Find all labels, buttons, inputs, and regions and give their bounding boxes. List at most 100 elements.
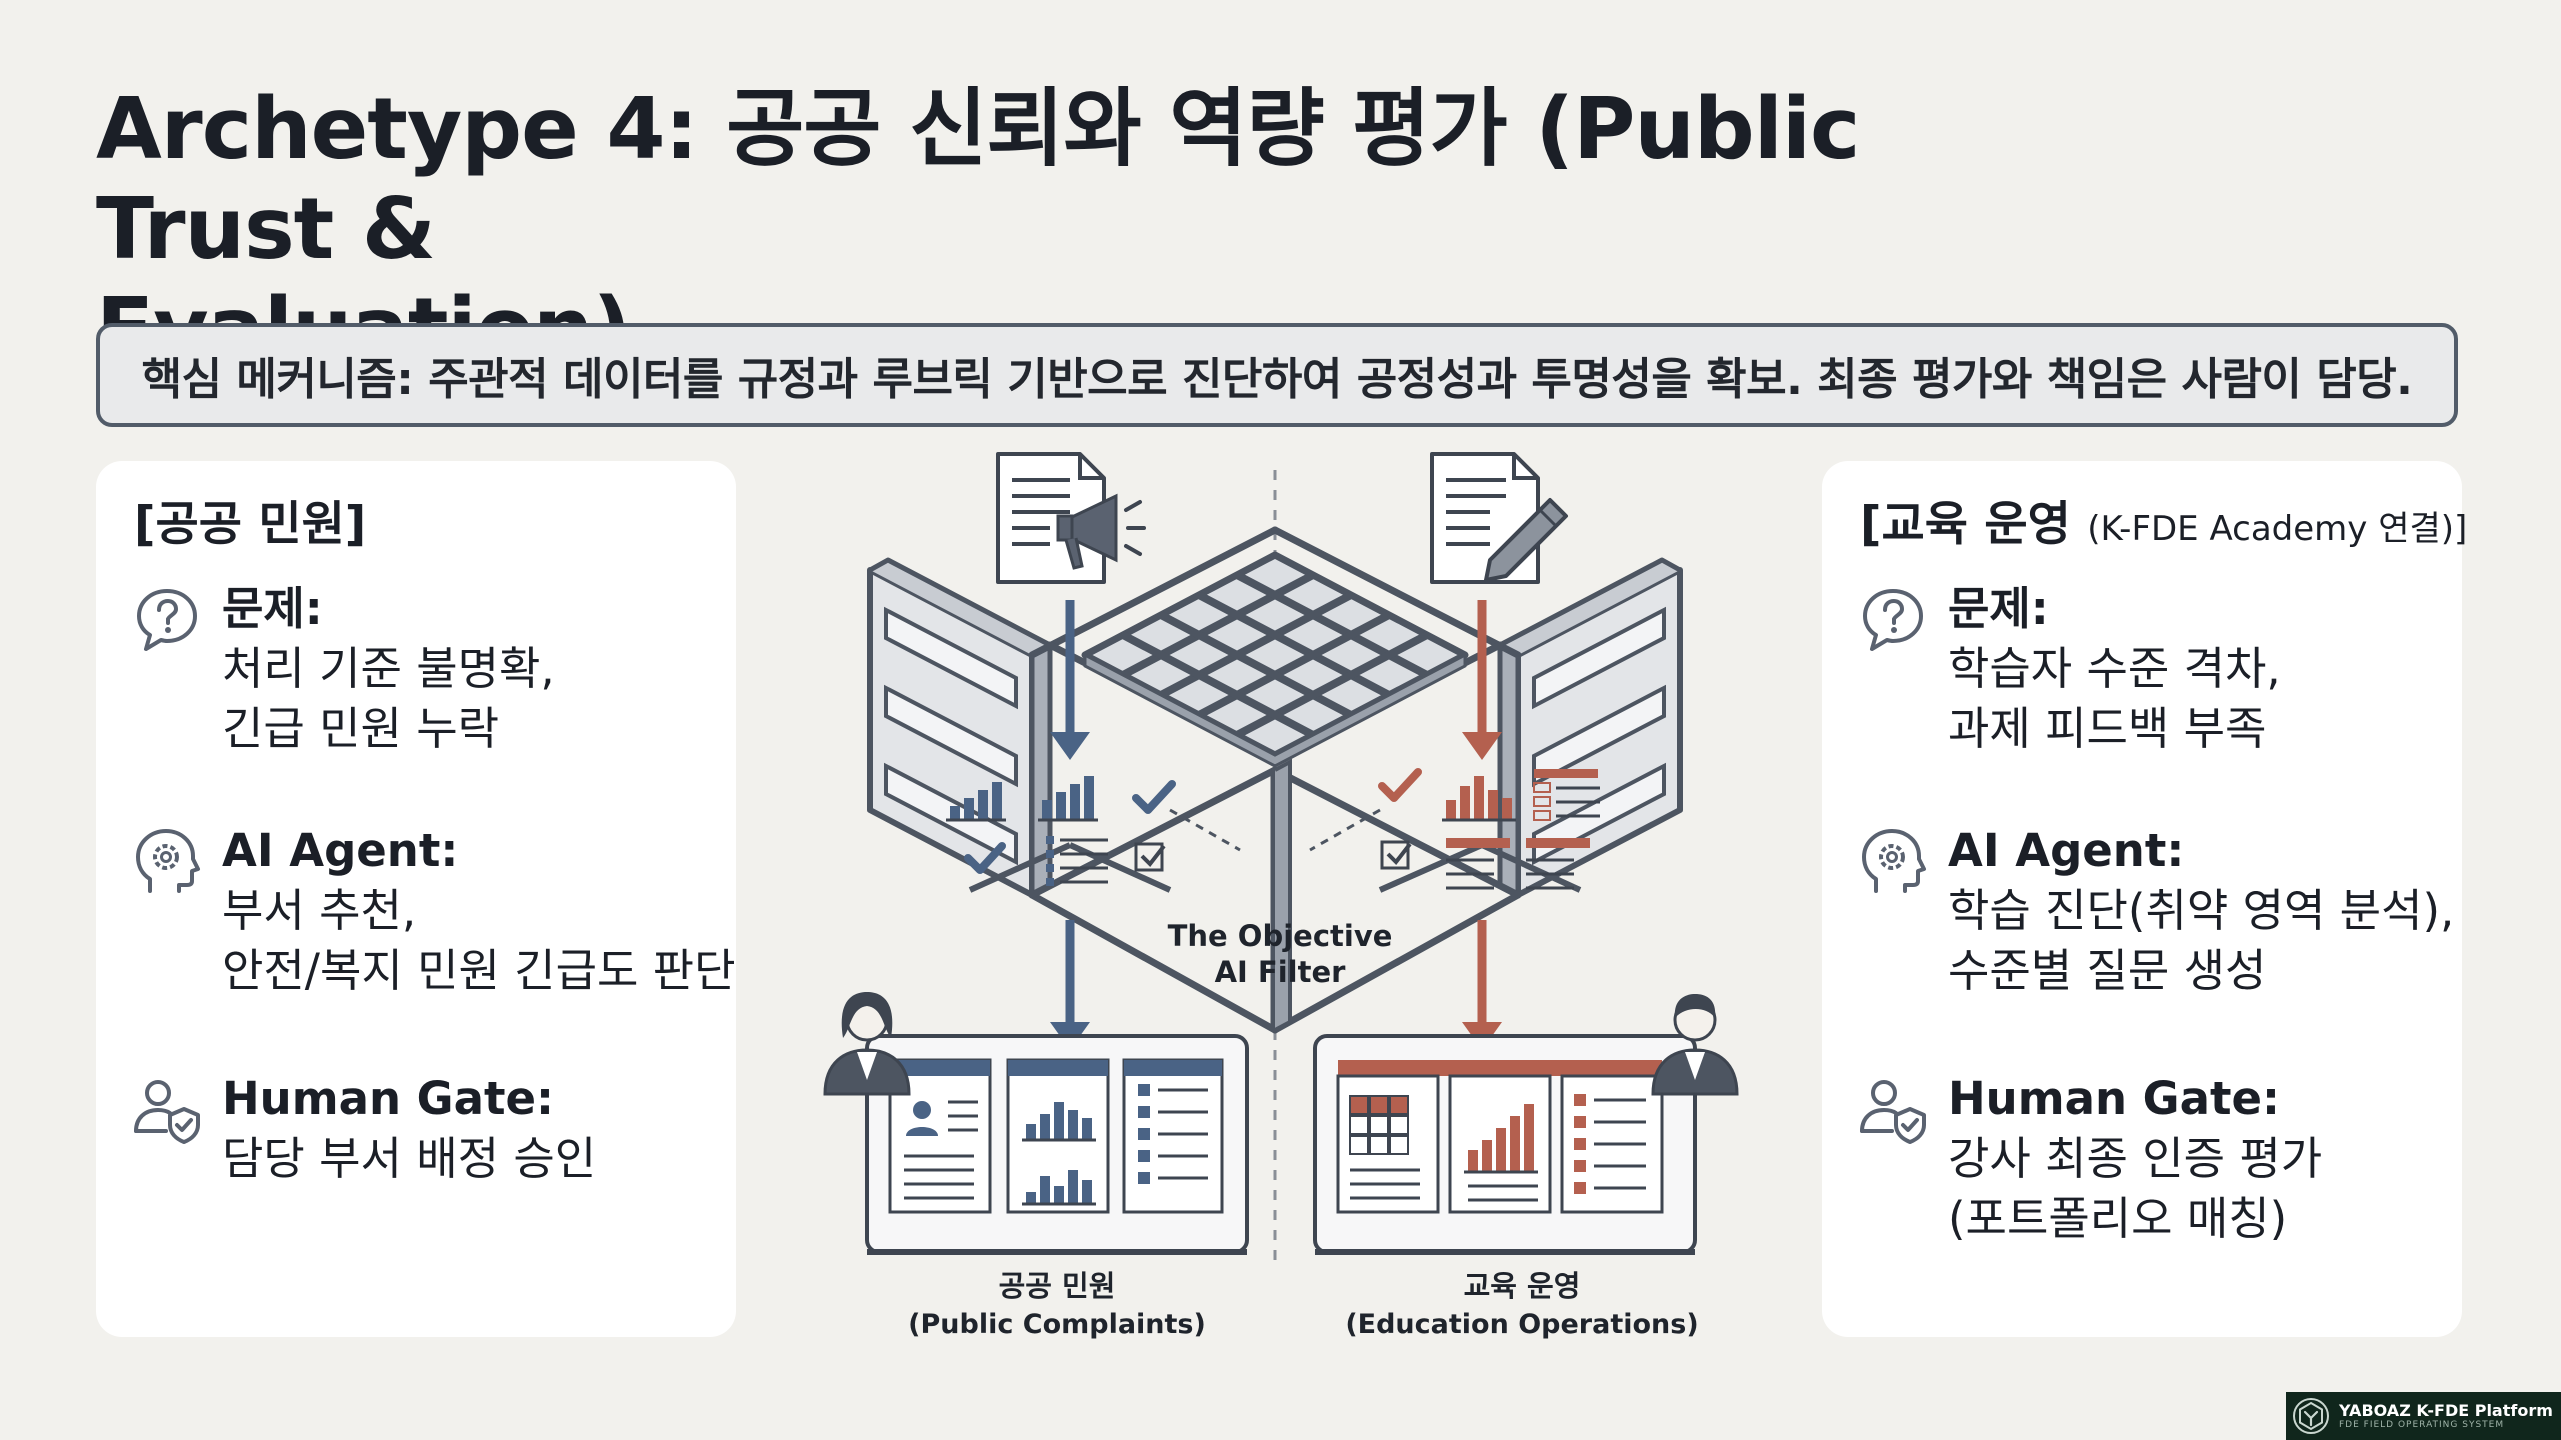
human-gate-line: 담당 부서 배정 승인	[222, 1132, 597, 1185]
person-hair	[1674, 994, 1716, 1018]
education-flow-arrow-top	[1462, 732, 1502, 760]
right-isometric-frame	[1497, 557, 1683, 898]
branch-line	[1378, 842, 1484, 893]
bar-chart-icon	[950, 806, 960, 820]
dashed-connector	[1309, 808, 1381, 852]
pencil-icon	[1538, 508, 1558, 528]
grid-line	[1159, 591, 1353, 699]
problem-line: 처리 기준 불명확,	[222, 642, 555, 695]
platform-name: YABOAZ K-FDE Platform	[2339, 1401, 2553, 1420]
filter-label: AI Filter	[1215, 955, 1347, 989]
instructor-avatar	[1651, 994, 1739, 1096]
check-icon	[964, 842, 1006, 874]
user-icon	[906, 1127, 938, 1136]
checkbox-icon	[1386, 842, 1412, 866]
list-icon	[1574, 1094, 1586, 1106]
bar-chart-icon	[1068, 1170, 1078, 1204]
table-icon	[1369, 1095, 1389, 1115]
list-icon	[1533, 796, 1551, 807]
checkbox-icon	[1134, 842, 1164, 872]
checkbox-icon	[1380, 840, 1410, 870]
list-icon	[1534, 769, 1598, 778]
table-icon	[1526, 838, 1590, 848]
person-shield-icon	[1860, 1080, 1926, 1144]
list-icon	[1046, 864, 1054, 872]
grid-floor	[1081, 551, 1469, 768]
bar-chart-icon	[992, 782, 1002, 820]
bar-chart-icon	[1054, 1102, 1064, 1140]
bar-chart-icon	[1488, 790, 1498, 820]
list-icon	[1533, 782, 1551, 793]
user-icon	[913, 1101, 931, 1119]
dashboard-panel-header	[890, 1060, 990, 1076]
table-icon	[1446, 838, 1510, 848]
table-icon	[1389, 1135, 1409, 1155]
ai-agent-line: 안전/복지 민원 긴급도 판단	[222, 944, 736, 997]
grid-floor-edge	[1083, 652, 1467, 768]
bar-chart-icon	[1042, 800, 1052, 820]
bar-chart-icon	[1468, 1150, 1478, 1172]
education-operations-caption: 교육 운영	[1464, 1269, 1581, 1303]
list-icon	[1138, 1150, 1150, 1162]
dashed-connector	[1169, 808, 1241, 852]
table-icon	[1389, 1095, 1409, 1115]
page-title: Archetype 4: 공공 신뢰와 역량 평가 (Public Trust …	[96, 80, 2096, 380]
bar-chart-icon	[1082, 1180, 1092, 1204]
beam	[1028, 891, 1279, 1034]
ai-agent-line: 수준별 질문 생성	[1948, 944, 2267, 997]
education-operations-dashboard	[1313, 1034, 1697, 1255]
question-bubble-icon	[137, 589, 197, 651]
list-icon	[1533, 810, 1551, 821]
problem-label: 문제:	[1948, 582, 2049, 635]
list-icon	[1046, 836, 1054, 844]
table-icon	[1349, 1115, 1369, 1135]
checkbox-icon	[1140, 844, 1166, 868]
list-icon	[1046, 850, 1054, 858]
grid-line	[1197, 611, 1391, 719]
beam	[1274, 758, 1292, 1032]
list-icon	[1138, 1084, 1150, 1096]
grid-floor-base	[1081, 551, 1469, 759]
grid-line	[1121, 631, 1315, 739]
human-gate-line: (포트폴리오 매칭)	[1948, 1192, 2288, 1245]
ai-agent-label: AI Agent:	[222, 824, 459, 877]
bar-chart-icon	[1482, 1140, 1492, 1172]
public-complaints-caption: 공공 민원	[999, 1269, 1116, 1303]
head-gear-icon	[1862, 829, 1926, 893]
bar-chart-icon	[1056, 792, 1066, 820]
table-icon	[1369, 1115, 1389, 1135]
bar-chart-icon	[978, 790, 988, 820]
beam	[1271, 891, 1522, 1034]
human-gate-label: Human Gate:	[1948, 1072, 2280, 1125]
list-icon	[1138, 1172, 1150, 1184]
diagram-graphics	[823, 452, 1739, 1260]
person-shield-icon	[134, 1080, 200, 1144]
problem-line: 긴급 민원 누락	[222, 702, 500, 755]
list-icon	[1138, 1106, 1150, 1118]
document-fold	[1512, 454, 1538, 480]
card-title-sub: (K-FDE Academy 연결)]	[2087, 509, 2468, 549]
frame-panel	[884, 606, 1018, 710]
card-title-main: [교육 운영	[1860, 497, 2071, 552]
platform-tagline: FDE FIELD OPERATING SYSTEM	[2339, 1420, 2505, 1430]
check-icon	[1132, 780, 1176, 814]
list-icon	[1574, 1116, 1586, 1128]
person-collar	[1685, 1052, 1705, 1080]
problem-line: 과제 피드백 부족	[1948, 702, 2267, 755]
table-icon	[1369, 1135, 1389, 1155]
bar-chart-icon	[1446, 800, 1456, 820]
head-gear-icon	[136, 829, 200, 893]
core-mechanism-banner: 핵심 메커니즘: 주관적 데이터를 규정과 루브릭 기반으로 진단하여 공정성과…	[96, 323, 2458, 427]
list-icon	[1574, 1160, 1586, 1172]
dashboard-panel-header	[1338, 1060, 1662, 1076]
bar-chart-icon	[1084, 776, 1094, 820]
grid-line	[1121, 571, 1315, 679]
bar-chart-icon	[964, 798, 974, 820]
megaphone-document-icon	[996, 452, 1146, 584]
left-isometric-frame	[867, 557, 1053, 898]
grid-line	[1235, 631, 1429, 739]
page-title-line-1: Archetype 4: 공공 신뢰와 역량 평가 (Public Trust …	[96, 80, 1860, 279]
beam	[1028, 766, 1279, 899]
public-analysis-icons	[946, 776, 1176, 886]
public-complaints-dashboard	[865, 1034, 1249, 1255]
